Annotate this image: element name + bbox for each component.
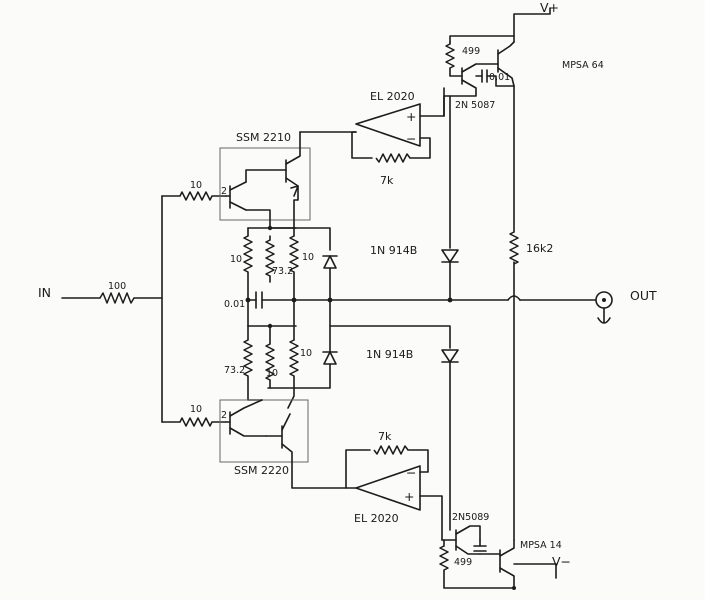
bottom-bias-resistor-499	[439, 545, 449, 571]
bias-rail-resistor-label: 16k2	[526, 242, 553, 255]
bottom-bias-diode	[441, 349, 459, 363]
bottom-compensation-capacitor	[473, 539, 487, 552]
top-output-label: MPSA 64	[562, 60, 604, 71]
ssm2210-label: SSM 2210	[236, 131, 291, 144]
top-emitter-resistor-right	[289, 235, 299, 273]
bottom-emitter-resistor-left	[243, 339, 253, 377]
opamp-top-plus: +	[406, 109, 416, 124]
vminus-label: V−	[552, 554, 571, 569]
center-capacitor	[255, 291, 263, 309]
opamp-bottom-label: EL 2020	[354, 512, 399, 525]
opamp-bottom-plus: +	[404, 489, 414, 504]
bottom-output-label: MPSA 14	[520, 540, 562, 551]
bottom-emitter-right-label: 10	[300, 348, 312, 359]
top-emitter-left-label: 10	[230, 254, 242, 265]
center-diode-top	[322, 255, 338, 269]
top-driver-label: 2N 5087	[455, 100, 495, 111]
top-bias-resistor-label: 499	[462, 46, 480, 57]
ssm2210-pin-label: 2	[221, 186, 227, 197]
opamp-bottom-minus: −	[406, 465, 416, 480]
top-compensation-capacitor	[475, 69, 515, 87]
ssm2220-label: SSM 2220	[234, 464, 289, 477]
vplus-label: V+	[540, 0, 559, 15]
ssm2210-outline	[219, 147, 311, 221]
bottom-bias-resistor-label: 499	[454, 557, 472, 568]
base-resistor-bottom-label: 10	[190, 404, 202, 415]
bottom-output-transistor	[479, 539, 515, 589]
output-label: OUT	[630, 288, 657, 303]
ssm2210-left-transistor	[225, 169, 287, 229]
center-capacitor-label: 0.01	[224, 299, 245, 310]
ssm2220-pin-label: 2	[221, 410, 227, 421]
ssm2220-left-transistor	[225, 399, 267, 437]
input-label: IN	[38, 285, 51, 300]
input-resistor	[99, 292, 135, 304]
top-emitter-mid-label: 73.2	[272, 266, 293, 277]
opamp-top-minus: −	[406, 131, 416, 146]
opamp-top	[355, 103, 421, 147]
ssm2220-right-transistor	[265, 413, 357, 489]
bias-rail-resistor-16k2	[509, 231, 519, 265]
top-emitter-resistor-mid	[265, 239, 275, 277]
top-emitter-resistor-left	[243, 235, 253, 273]
base-resistor-top-label: 10	[190, 180, 202, 191]
opamp-top-label: EL 2020	[370, 90, 415, 103]
top-output-transistor	[497, 41, 515, 87]
opamp-top-feedback-resistor	[375, 153, 411, 163]
top-bias-resistor-499	[445, 43, 455, 69]
base-resistor-top	[179, 191, 213, 201]
bottom-emitter-left-label: 73.2	[224, 365, 245, 376]
input-wire	[61, 195, 163, 423]
input-resistor-label: 100	[108, 281, 126, 292]
center-diode-bottom	[322, 351, 338, 365]
bottom-driver-label: 2N5089	[452, 512, 489, 523]
bottom-emitter-resistor-right	[289, 339, 299, 377]
ssm2210-right-transistor	[285, 131, 301, 229]
opamp-bottom-feedback-resistor	[373, 445, 409, 455]
top-cap-label: 0.01	[489, 72, 510, 83]
base-resistor-bottom	[179, 417, 213, 427]
ssm2220-outline	[219, 399, 309, 463]
top-bias-diode	[441, 249, 459, 263]
opamp-bottom	[355, 465, 421, 511]
bottom-emitter-mid-label: 10	[266, 368, 278, 379]
diode-top-label: 1N 914B	[370, 244, 417, 257]
output-connector	[595, 291, 613, 324]
top-emitter-right-label: 10	[302, 252, 314, 263]
opamp-top-feedback-label: 7k	[380, 174, 394, 187]
bottom-emitter-resistor-mid	[265, 343, 275, 381]
bottom-driver-transistor	[441, 525, 481, 555]
opamp-bottom-feedback-label: 7k	[378, 430, 392, 443]
diode-bottom-label: 1N 914B	[366, 348, 413, 361]
top-driver-transistor	[443, 63, 499, 117]
